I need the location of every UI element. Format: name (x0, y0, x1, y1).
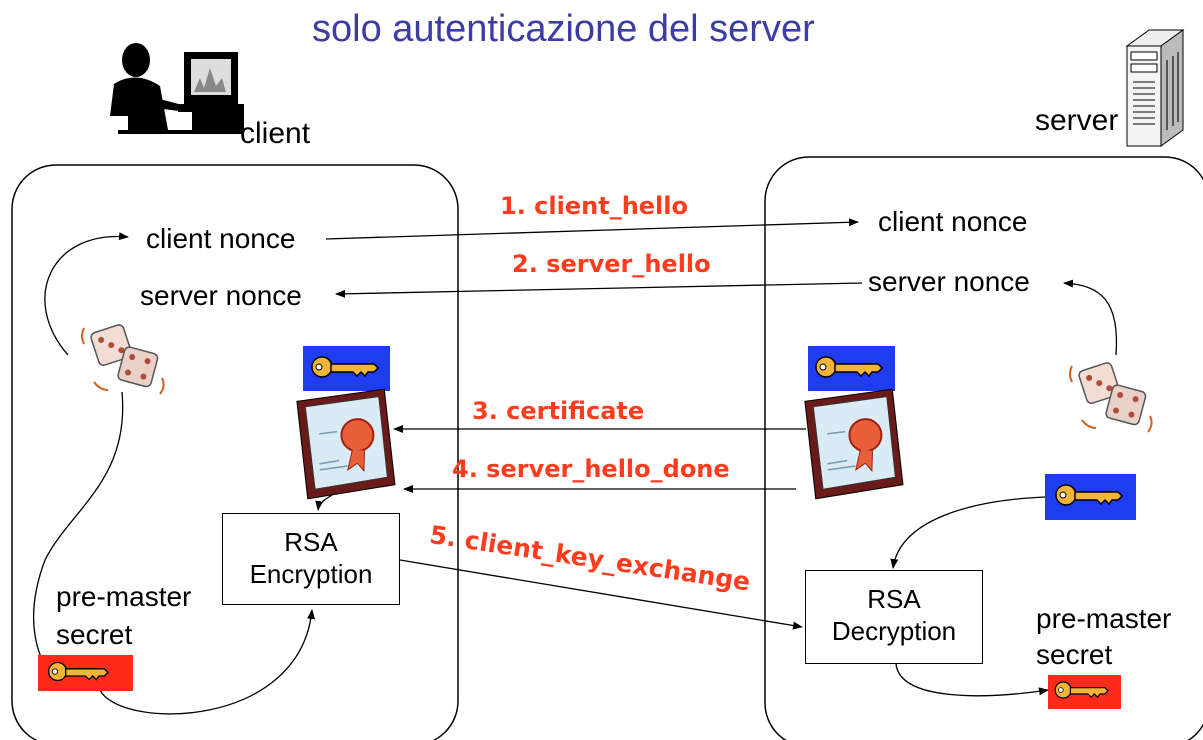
rsa-encryption-line1: RSA (284, 527, 338, 557)
dice-to-premaster (32, 391, 124, 676)
client-key-exchange-arrow (399, 559, 803, 630)
key-icon (1048, 675, 1121, 709)
message-client-hello: 1. client_hello (500, 192, 688, 220)
message-server-hello-done: 4. server_hello_done (452, 455, 730, 483)
key-icon (808, 346, 895, 391)
pre-master-secret-server: pre-master secret (1036, 603, 1172, 670)
rsa-decryption-line2: Decryption (831, 616, 957, 646)
dice-icon (1069, 360, 1153, 433)
rsa-decryption-box: RSA Decryption (805, 570, 983, 664)
decryption-to-premaster (895, 663, 1049, 697)
pre-master-secret-client: pre-master secret (56, 581, 192, 650)
rsa-decryption-line1: RSA (867, 584, 921, 614)
key-icon (303, 346, 390, 391)
client-panel (11, 164, 459, 740)
server-nonce-client: server nonce (140, 280, 302, 311)
server-nonce-server: server nonce (868, 266, 1030, 297)
client-label: client (240, 117, 311, 150)
key-icon (1045, 474, 1136, 520)
client-nonce-server: client nonce (878, 206, 1028, 237)
message-certificate: 3. certificate (472, 397, 645, 425)
page-title: solo autenticazione del server (312, 8, 815, 50)
key-icon (38, 655, 133, 691)
premaster-to-encryption (99, 609, 316, 715)
client-hello-arrow (325, 218, 859, 240)
message-server-hello: 2. server_hello (512, 250, 711, 278)
computer-user-icon (110, 43, 244, 134)
server-hello-arrow (335, 282, 863, 298)
client-nonce-client: client nonce (146, 223, 296, 254)
certificate-icon (803, 387, 905, 501)
certificate-icon (295, 387, 397, 501)
dice-to-client-nonce (44, 232, 129, 356)
dice-icon (81, 322, 165, 395)
rsa-encryption-box: RSA Encryption (222, 513, 400, 605)
dice-to-server-nonce (1063, 279, 1118, 356)
rsa-encryption-line2: Encryption (249, 559, 373, 589)
server-tower-icon (1125, 29, 1185, 147)
server-label: server (1035, 104, 1119, 137)
key-to-decryption (890, 496, 1047, 569)
server-panel (764, 156, 1203, 740)
